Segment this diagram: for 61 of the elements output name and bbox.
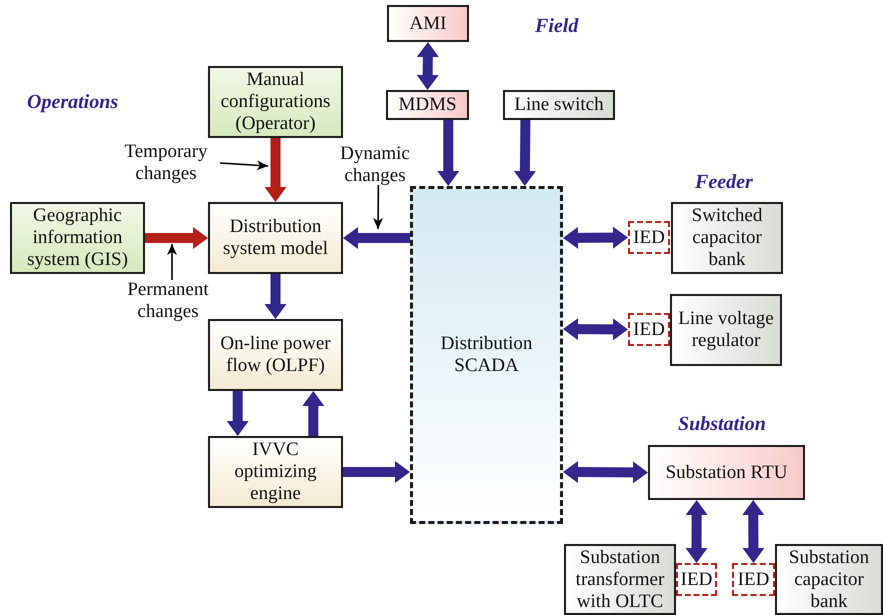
box-label: Line voltage regulator (677, 308, 775, 352)
box-label: IED (736, 568, 770, 590)
process-box (208, 436, 343, 508)
section-heading: Substation (678, 412, 766, 436)
box-label: IVVC optimizing engine (233, 439, 318, 505)
box-label: Manual configurations (Operator) (220, 69, 332, 135)
leader-arrow (373, 185, 384, 229)
box-label: Switched capacitor bank (690, 205, 764, 271)
process-box (386, 90, 469, 120)
leader-arrow (220, 160, 268, 170)
box-label: IED (680, 568, 714, 590)
process-box (208, 319, 343, 391)
input-box (208, 66, 343, 138)
arrow (264, 274, 286, 319)
ied-box (732, 563, 775, 596)
arrow (145, 227, 208, 249)
process-box (387, 5, 469, 42)
box-label: IED (632, 318, 666, 340)
ied-box (628, 221, 670, 254)
section-heading: Operations (27, 90, 118, 114)
arrow (686, 500, 708, 563)
box-label: Line switch (513, 94, 605, 116)
ied-box (628, 313, 670, 346)
device-box (671, 202, 783, 274)
arrow (514, 120, 536, 186)
box-label: Geographic information system (GIS) (26, 205, 129, 271)
leader-arrow (167, 244, 177, 280)
arrow (343, 227, 410, 249)
box-label: IED (632, 226, 666, 248)
device-box (670, 294, 782, 366)
annotation-text: Permanent changes (118, 280, 218, 322)
box-label: Distribution SCADA (440, 333, 534, 377)
input-box (10, 202, 145, 274)
arrow (343, 460, 410, 483)
section-heading: Feeder (695, 170, 753, 194)
arrow (742, 500, 764, 563)
box-label: MDMS (397, 94, 458, 116)
process-box (648, 445, 805, 500)
scada-box (410, 186, 563, 524)
arrow (416, 42, 439, 90)
arrow (563, 226, 628, 249)
arrow (563, 318, 628, 340)
box-label: On-line power flow (OLPF) (219, 333, 332, 377)
arrow (563, 461, 648, 484)
annotation-text: Dynamic changes (333, 145, 417, 185)
arrow (226, 391, 249, 436)
device-box (564, 544, 676, 615)
section-heading: Field (535, 14, 578, 38)
arrow (264, 138, 286, 202)
box-label: AMI (408, 12, 448, 34)
annotation-text: Temporary changes (112, 142, 220, 184)
box-label: Substation transformer with OLTC (574, 546, 666, 612)
box-label: Distribution system model (222, 216, 330, 260)
ied-box (676, 563, 717, 596)
box-label: Substation capacitor bank (788, 546, 870, 612)
process-box (208, 202, 343, 274)
box-label: Substation RTU (664, 462, 788, 484)
device-box (775, 544, 883, 615)
device-box (503, 90, 615, 120)
arrow (302, 391, 324, 436)
arrow (437, 120, 460, 186)
